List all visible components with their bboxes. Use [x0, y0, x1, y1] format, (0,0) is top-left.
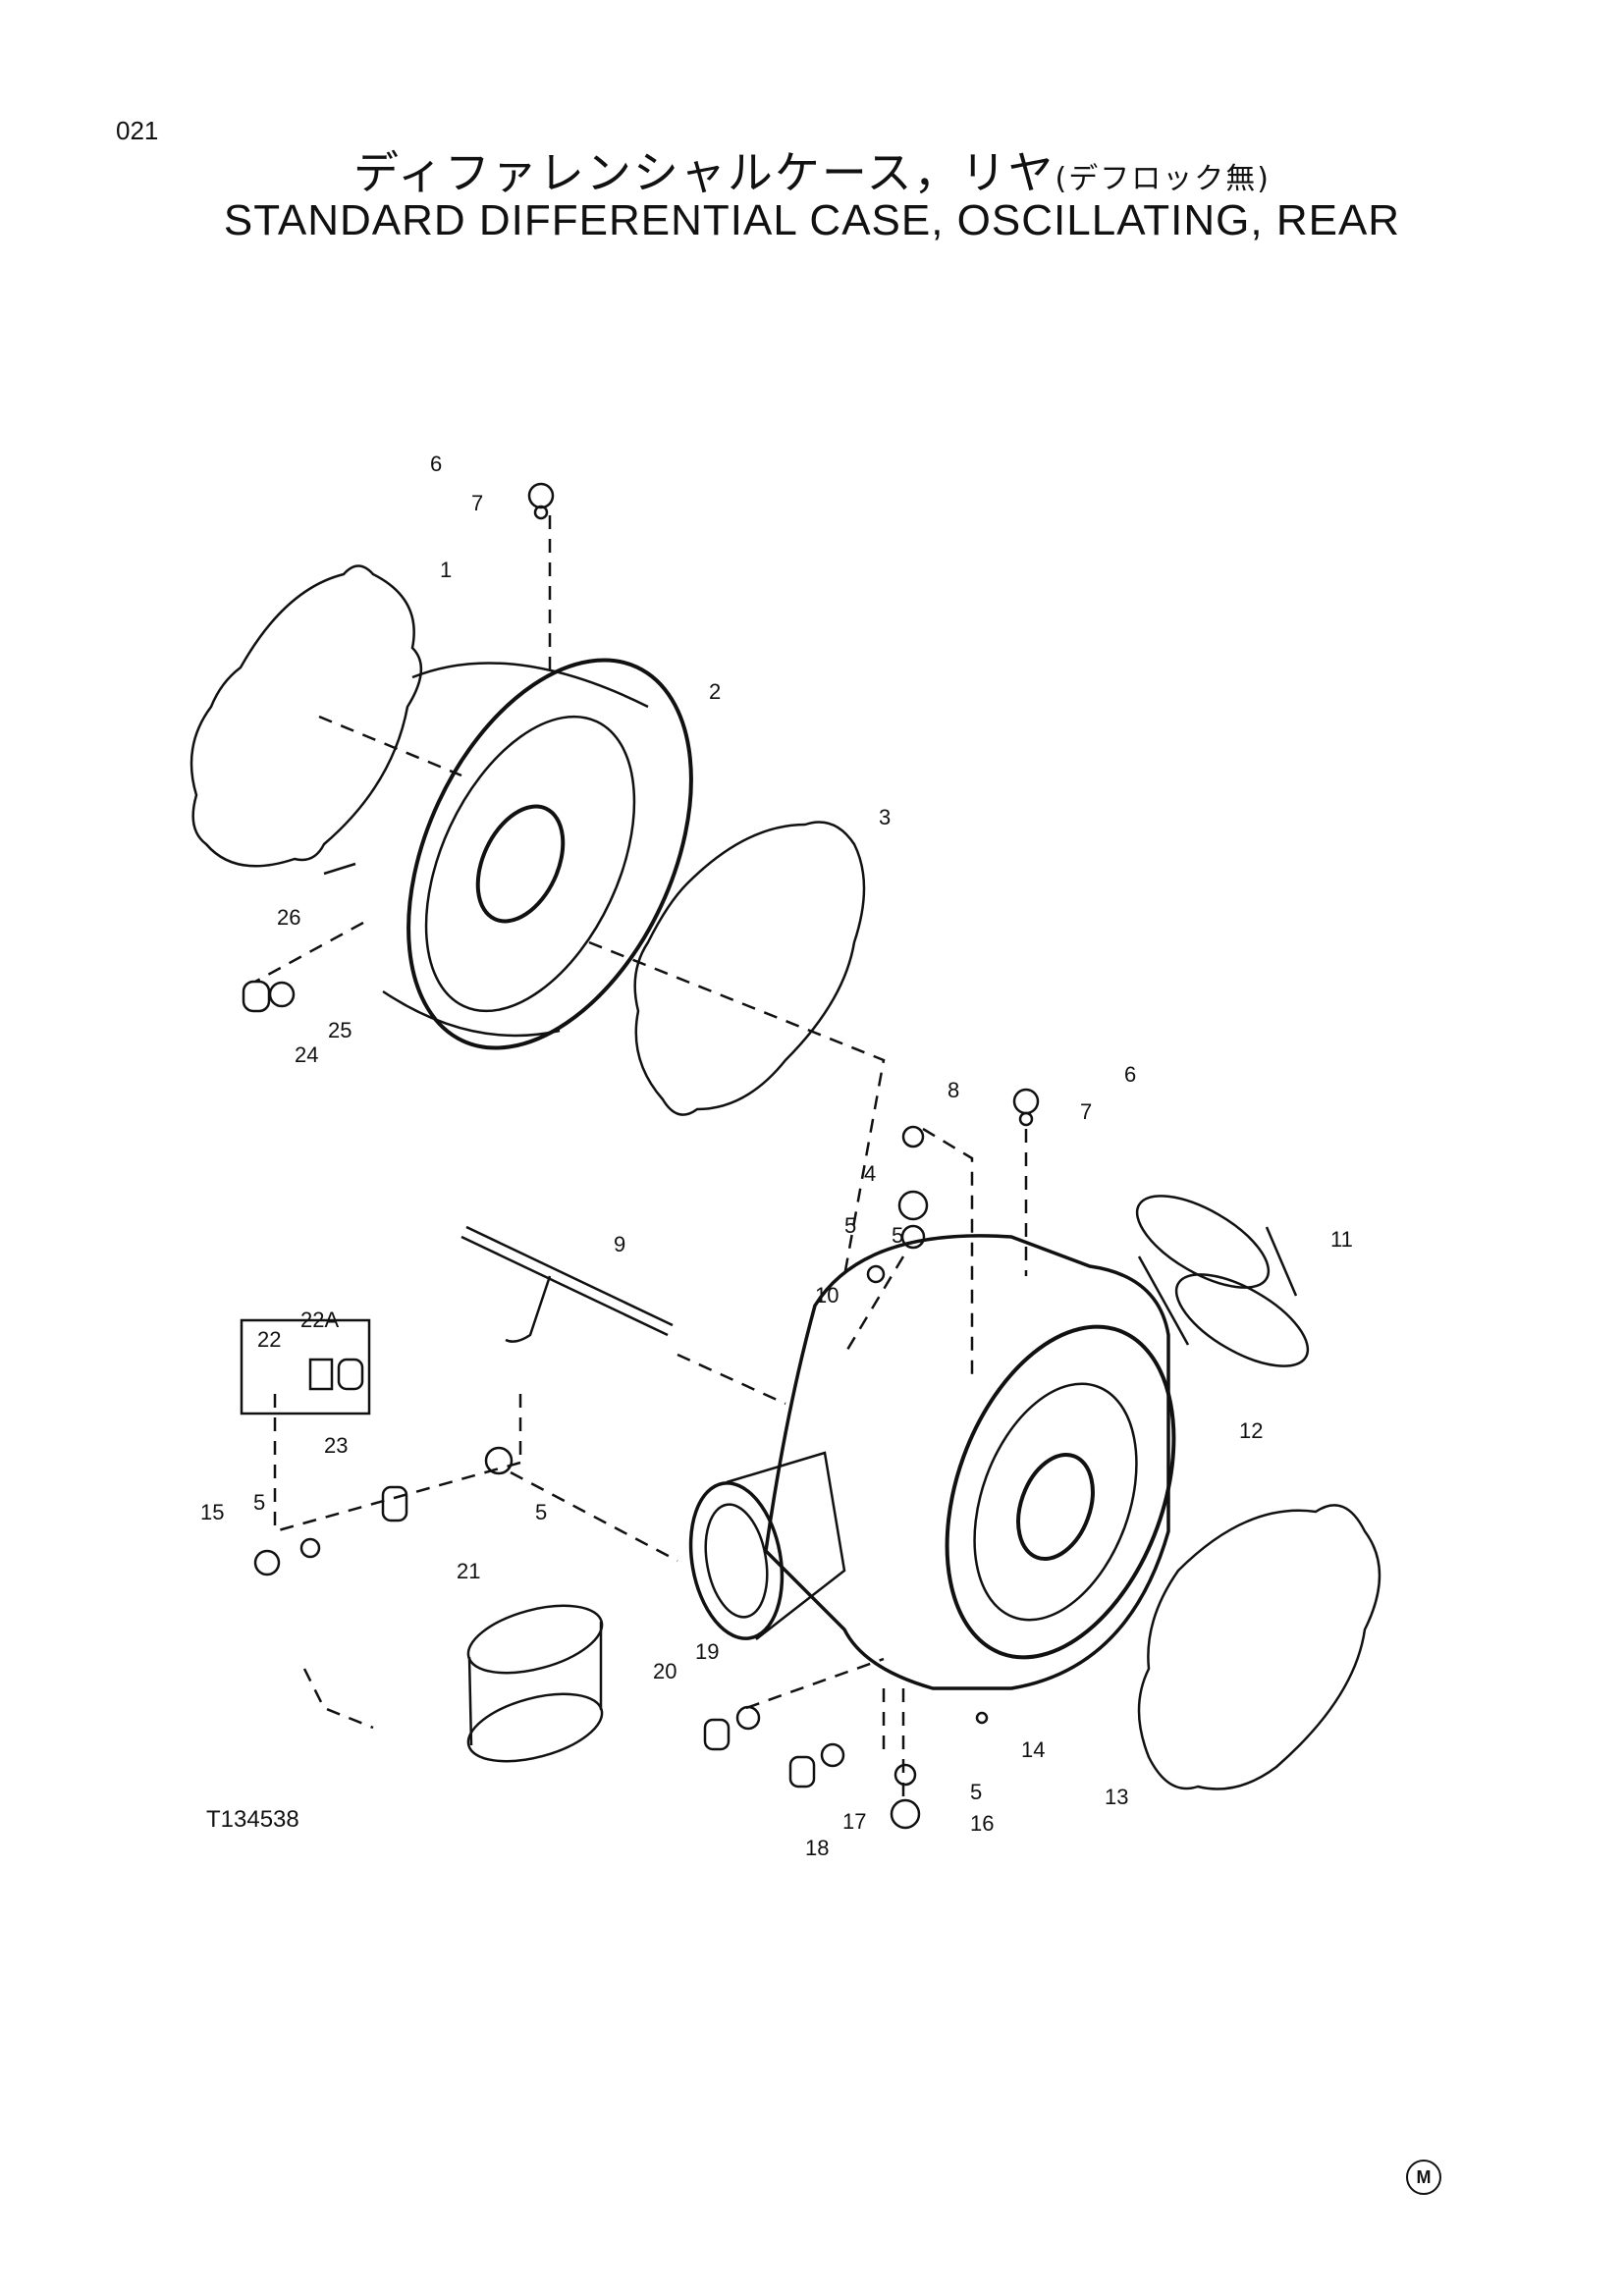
callout-3: 3 — [879, 805, 891, 829]
callout-22A: 22A — [300, 1308, 339, 1332]
page-number: 021 — [116, 116, 159, 145]
callout-2: 2 — [709, 679, 721, 704]
title-japanese: ディファレンシャルケース，リヤ(デフロック無) — [0, 137, 1624, 202]
callout-7b: 7 — [1080, 1099, 1092, 1124]
callout-15: 15 — [200, 1500, 224, 1524]
title-english: STANDARD DIFFERENTIAL CASE, OSCILLATING,… — [223, 196, 1401, 244]
callout-22: 22 — [257, 1327, 281, 1352]
callout-10: 10 — [815, 1283, 839, 1308]
callout-5b: 5 — [535, 1500, 547, 1524]
differential-carrier-2 — [406, 658, 693, 1050]
callout-19: 19 — [695, 1639, 719, 1664]
callout-8: 8 — [947, 1078, 959, 1102]
callout-5e: 5 — [892, 1223, 903, 1248]
callout-13: 13 — [1105, 1785, 1128, 1809]
axle-housing-12 — [764, 1234, 1170, 1690]
callout-12: 12 — [1239, 1418, 1263, 1443]
callout-7a: 7 — [471, 491, 483, 515]
callout-11: 11 — [1330, 1227, 1353, 1252]
callout-17: 17 — [842, 1809, 866, 1834]
callout-18: 18 — [805, 1836, 829, 1860]
callout-5a: 5 — [844, 1213, 856, 1238]
callout-1: 1 — [440, 558, 452, 582]
callout-25: 25 — [328, 1018, 352, 1042]
callout-21: 21 — [457, 1559, 480, 1583]
title-jp-note: (デフロック無) — [1055, 162, 1271, 196]
callout-6b: 6 — [1124, 1062, 1136, 1087]
callout-4: 4 — [864, 1161, 876, 1186]
gasket-13 — [1137, 1504, 1381, 1790]
callout-6a: 6 — [430, 452, 442, 476]
callout-23: 23 — [324, 1433, 348, 1458]
callout-20: 20 — [653, 1659, 677, 1683]
gasket-3 — [633, 821, 866, 1116]
callout-14: 14 — [1021, 1737, 1045, 1762]
tube-9 — [460, 1225, 674, 1343]
callout-9: 9 — [614, 1232, 625, 1256]
figure-id: T134538 — [206, 1806, 299, 1833]
gasket-1 — [189, 564, 423, 868]
bushing-11 — [1135, 1195, 1271, 1289]
title-jp-main: ディファレンシャルケース，リヤ — [353, 146, 1056, 199]
corner-mark: M — [1406, 2160, 1441, 2195]
bushing-21 — [466, 1604, 604, 1675]
callout-16: 16 — [970, 1811, 994, 1836]
callout-5c: 5 — [253, 1490, 265, 1515]
callout-5d: 5 — [970, 1780, 982, 1804]
callout-24: 24 — [295, 1042, 318, 1067]
callout-26: 26 — [277, 905, 300, 930]
